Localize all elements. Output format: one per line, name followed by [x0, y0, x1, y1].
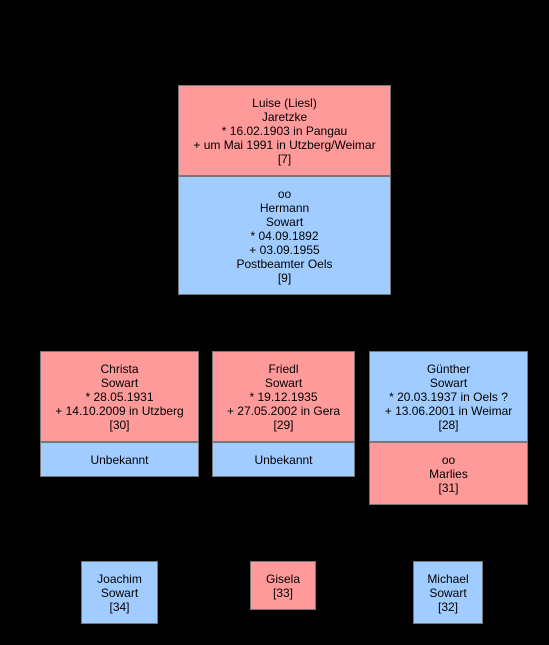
person-box-christa[interactable]: Christa Sowart * 28.05.1931 + 14.10.2009…	[40, 351, 199, 442]
spouse-line: oo	[277, 186, 292, 201]
spouse-box-marlies[interactable]: oo Marlies [31]	[369, 442, 528, 505]
spouse-line: + 03.09.1955	[249, 242, 320, 257]
person-line: Sowart	[100, 375, 139, 390]
spouse-box-friedl-unknown[interactable]: Unbekannt	[212, 442, 355, 477]
person-box-friedl[interactable]: Friedl Sowart * 19.12.1935 + 27.05.2002 …	[212, 351, 355, 442]
person-line: Sowart	[429, 585, 467, 600]
spouse-box-hermann[interactable]: oo Hermann Sowart * 04.09.1892 + 03.09.1…	[178, 176, 391, 295]
chart-header: Nachkommen von Luise (Liesl) Jaretzke (1…	[0, 22, 322, 64]
person-line: [34]	[109, 599, 130, 614]
person-line: Jaretzke	[261, 109, 308, 124]
person-box-guenther[interactable]: Günther Sowart * 20.03.1937 in Oels ? + …	[369, 351, 528, 442]
spouse-box-christa-unknown[interactable]: Unbekannt	[40, 442, 199, 477]
header-subject: Luise (Liesl) Jaretzke (16.02.1903 - um …	[26, 37, 296, 49]
person-line: [32]	[437, 599, 458, 614]
person-line: Sowart	[100, 585, 139, 600]
spouse-line: oo	[441, 452, 456, 467]
spouse-line: Hermann	[259, 200, 310, 215]
person-line: + 13.06.2001 in Weimar	[384, 403, 513, 418]
header-title: Nachkommen von	[114, 23, 208, 35]
person-line: * 28.05.1931	[85, 389, 154, 404]
person-line: Gisela	[265, 571, 300, 586]
spouse-line: [31]	[438, 480, 459, 495]
person-line: [33]	[272, 585, 293, 600]
person-box-michael[interactable]: Michael Sowart [32]	[413, 561, 483, 624]
person-line: Friedl	[268, 361, 299, 376]
person-line: [28]	[438, 417, 459, 432]
person-line: Luise (Liesl)	[252, 95, 317, 110]
person-line: Sowart	[429, 375, 468, 390]
person-box-joachim[interactable]: Joachim Sowart [34]	[81, 561, 158, 624]
person-line: [7]	[277, 151, 292, 166]
person-line: [29]	[273, 417, 294, 432]
person-line: * 19.12.1935	[249, 389, 318, 404]
spouse-line: Unbekannt	[90, 452, 149, 467]
person-line: [30]	[109, 417, 130, 432]
person-line: Michael	[427, 571, 469, 586]
person-line: Günther	[426, 361, 471, 376]
header-created: erstellt am 07.01.2016 mit Ahnenblatt	[66, 51, 256, 63]
person-box-luise[interactable]: Luise (Liesl) Jaretzke * 16.02.1903 in P…	[178, 85, 391, 176]
person-line: Christa	[100, 361, 139, 376]
person-box-gisela[interactable]: Gisela [33]	[250, 561, 316, 610]
spouse-line: [9]	[277, 270, 292, 285]
person-line: + 14.10.2009 in Utzberg	[55, 403, 184, 418]
person-line: * 20.03.1937 in Oels ?	[389, 389, 508, 404]
person-line: * 16.02.1903 in Pangau	[221, 123, 348, 138]
person-line: + um Mai 1991 in Utzberg/Weimar	[193, 137, 376, 152]
spouse-line: Postbeamter Oels	[236, 256, 333, 271]
spouse-line: * 04.09.1892	[250, 228, 319, 243]
person-line: + 27.05.2002 in Gera	[226, 403, 341, 418]
spouse-line: Marlies	[429, 466, 468, 481]
person-line: Joachim	[97, 571, 142, 586]
spouse-line: Unbekannt	[254, 452, 313, 467]
spouse-line: Sowart	[265, 214, 304, 229]
person-line: Sowart	[264, 375, 303, 390]
